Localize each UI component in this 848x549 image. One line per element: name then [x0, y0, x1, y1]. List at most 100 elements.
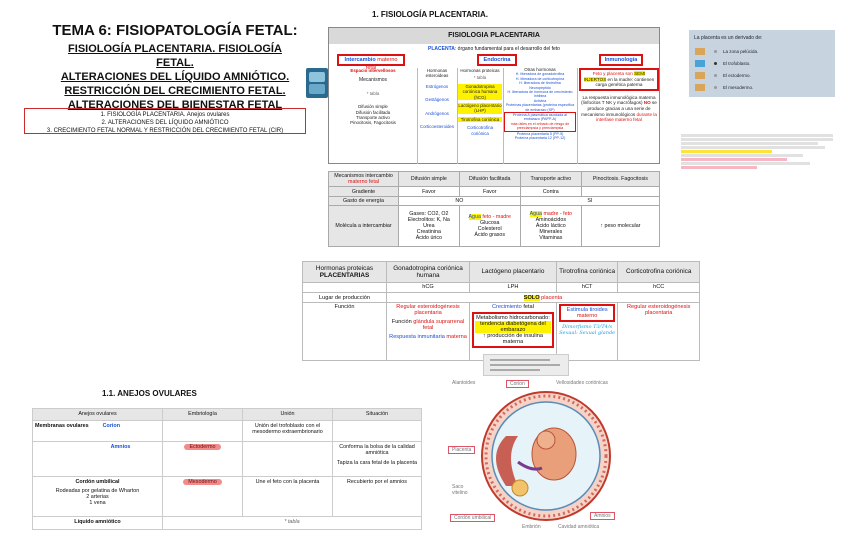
- text-line: [490, 364, 560, 366]
- row-label: Función: [302, 302, 387, 361]
- table-header-cell: Embriología: [162, 408, 243, 421]
- placental-physiology-table: FISIOLOGIA PLACENTARIA PLACENTA: órgano …: [328, 27, 660, 164]
- label-alantoides: Alantoides: [452, 380, 476, 386]
- table-cell: Regular esteroidogénesis placentaria Fun…: [385, 302, 471, 361]
- section-heading: 1. FISIOLOGÍA PLACENTARIA.: [372, 10, 489, 19]
- table-header-cell: Unión: [242, 408, 333, 421]
- table-cell: * tabla: [162, 516, 422, 530]
- immunology-column: Feto y placenta son SEMI INJERTOS en la …: [579, 68, 659, 123]
- table-cell: Líquido amniótico: [32, 516, 163, 530]
- table-cell: NO: [398, 195, 521, 206]
- option-marker: [695, 60, 705, 67]
- table-cell: Estimula tiroides materno Dimorfismo T3/…: [555, 302, 619, 361]
- table-cell: hCT: [555, 281, 619, 293]
- row-label: Gradiente: [328, 186, 399, 197]
- quiz-option[interactable]: El ectodermo.: [695, 71, 831, 80]
- chorionic-villi: [484, 394, 608, 518]
- divider: [503, 68, 504, 164]
- thumbnail-image: [483, 354, 569, 376]
- table-cell: Amnios: [32, 440, 163, 478]
- label-saco: Saco vitelino: [452, 484, 468, 496]
- divider: [417, 68, 418, 164]
- table-cell: [302, 281, 387, 293]
- table-header: FISIOLOGIA PLACENTARIA: [329, 28, 659, 44]
- umbilical-cord: [517, 460, 543, 471]
- table-header-cell: Tirotrofina coriónica: [555, 261, 619, 283]
- placenta-shape: [496, 436, 518, 486]
- option-marker: [695, 48, 705, 55]
- table-cell: Favor: [398, 186, 460, 197]
- table-header-cell: Gonadotropina coriónica humana: [385, 261, 471, 283]
- page-title: TEMA 6: FISIOPATOLOGÍA FETAL:: [52, 22, 298, 39]
- fetal-membranes-table: Anejos ovulares Embriología Unión Situac…: [32, 408, 422, 530]
- table-header-cell: Situación: [332, 408, 422, 421]
- document-icon: [306, 68, 328, 98]
- table-cell: Crecimiento fetal Metabolismo hidrocarbo…: [469, 302, 557, 361]
- table-cell: Conforma la bolsa de la calidad amniótic…: [332, 440, 422, 478]
- index-item: 2. ALTERACIONES DEL LÍQUIDO AMNIÓTICO: [101, 120, 229, 126]
- table-header-cell: Pinocitosis. Fagocitosis: [580, 170, 661, 188]
- label-amnios: Amnios: [590, 512, 615, 520]
- table-header-cell: Lactógeno placentario: [469, 261, 557, 283]
- table-cell: SI: [519, 195, 661, 206]
- inmunologia-box: Inmunología: [599, 54, 643, 66]
- label-embrion: Embrión: [522, 524, 541, 530]
- label-cavidad: Cavidad amniótica: [558, 524, 600, 530]
- row-label: Molécula a intercambiar: [328, 204, 399, 248]
- table-header-cell: Anejos ovulares: [32, 408, 163, 421]
- table-cell: Mesodermo: [162, 476, 243, 518]
- steroid-hormones-column: Hormonas esteroideas Estrógenos Gestágen…: [419, 68, 455, 130]
- table-header-cell: Transporte activo: [519, 170, 582, 188]
- table-cell: hCC: [617, 281, 700, 293]
- table-cell: [162, 419, 243, 442]
- table-subheader: PLACENTA: órgano fundamental para el des…: [428, 46, 560, 52]
- table-cell: Unión del trofoblasto con el mesodermo e…: [242, 419, 333, 442]
- label-cordon: Cordón umbilical: [450, 514, 496, 522]
- section-heading: 1.1. ANEJOS OVULARES: [102, 389, 197, 398]
- table-cell: Ectodermo: [162, 440, 243, 478]
- table-cell: ↑ peso molecular: [580, 204, 661, 248]
- yolk-sac: [511, 479, 529, 497]
- radio-icon: [714, 50, 717, 53]
- row-label: Lugar de producción: [302, 291, 387, 304]
- index-item: 3. CRECIMIENTO FETAL NORMAL Y RESTRICCIÓ…: [46, 128, 284, 134]
- option-marker: [695, 84, 705, 91]
- table-cell: Une el feto con la placenta: [242, 476, 333, 518]
- text-line: [490, 359, 550, 361]
- option-marker: [695, 72, 705, 79]
- radio-icon: [714, 62, 717, 65]
- table-cell: [332, 419, 422, 442]
- table-cell: [580, 186, 661, 197]
- divider: [577, 68, 578, 164]
- subtitle-line: RESTRICCIÓN DEL CRECIMIENTO FETAL.: [64, 85, 286, 97]
- table-cell: hCG: [385, 281, 471, 293]
- table-cell: Regular esteroidogénesis placentaria: [617, 302, 700, 361]
- intercambio-box: Intercambio materno fetal: [337, 54, 405, 71]
- table-cell: [242, 440, 333, 478]
- text-line: [490, 369, 540, 371]
- table-cell: SOLO placenta: [386, 291, 700, 304]
- endocrina-box: Endocrina: [477, 54, 517, 66]
- table-cell: Favor: [458, 186, 521, 197]
- radio-icon: [714, 86, 717, 89]
- label-corion: Corion: [506, 380, 529, 388]
- label-vellosidades: Vellosidades coriónicas: [556, 380, 608, 386]
- page-subtitle: FISIOLOGÍA PLACENTARIA. FISIOLOGÍA FETAL…: [48, 42, 302, 112]
- subtitle-line: FISIOLOGÍA PLACENTARIA. FISIOLOGÍA FETAL…: [68, 43, 282, 69]
- quiz-option[interactable]: El mesodermo.: [695, 83, 831, 92]
- table-header-cell: Difusión simple: [398, 170, 460, 188]
- subtitle-line: ALTERACIONES DEL LÍQUIDO AMNIÓTICO.: [60, 71, 290, 83]
- index-box: 1. FISIOLOGÍA PLACENTARIA. Anejos ovular…: [24, 108, 306, 134]
- table-cell: Recubierto por el amnios: [332, 476, 422, 518]
- radio-icon: [714, 74, 717, 77]
- quiz-panel: La placenta es un derivado de: La zona p…: [689, 30, 835, 97]
- quiz-option-selected[interactable]: El trofoblasto.: [695, 59, 831, 68]
- embryo-illustration: Alantoides Corion Vellosidades coriónica…: [446, 376, 642, 534]
- quiz-option[interactable]: La zona pelúcida.: [695, 47, 831, 56]
- embryo-head: [536, 430, 556, 450]
